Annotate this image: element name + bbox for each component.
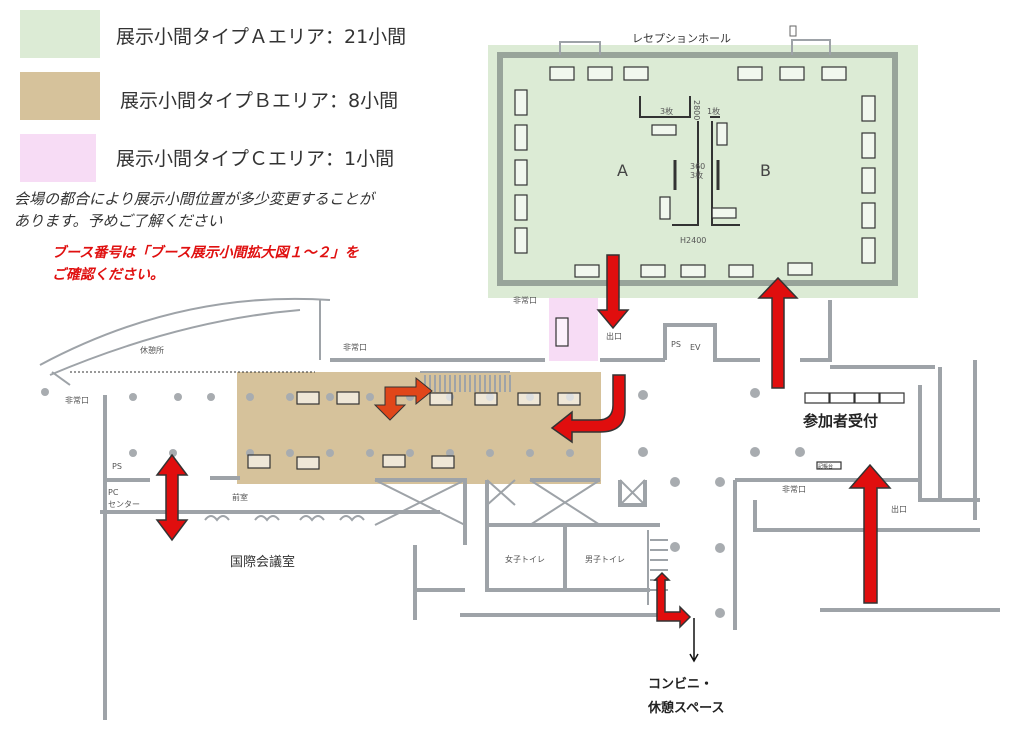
room-a-label: A <box>617 161 628 180</box>
writing-desk-label: 記帳台 <box>818 463 833 470</box>
panel-count-label: 3枚 <box>660 106 673 116</box>
ps-label: PS <box>112 462 122 471</box>
legend-swatch-c <box>20 134 96 182</box>
arrow-convenience <box>653 571 692 629</box>
emergency-exit-label: 非常口 <box>513 295 537 305</box>
womens-toilet-label: 女子トイレ <box>505 554 545 564</box>
ps-label: PS <box>671 340 681 349</box>
booth-number-notice: ブース番号は「ブース展示小間拡大図１～２」を ご確認ください。 <box>52 242 359 286</box>
pc-center-label: センター <box>108 500 140 509</box>
dimension-label: 2800 <box>692 100 701 120</box>
columns <box>41 388 805 618</box>
mens-toilet-label: 男子トイレ <box>585 555 625 564</box>
panel-count-label: 1枚 <box>707 106 720 116</box>
note-line: 会場の都合により展示小間位置が多少変更することが <box>14 190 374 208</box>
legend-swatch-a <box>20 10 100 58</box>
convenience-store-label: コンビニ・ <box>648 676 713 692</box>
arrow-down-exit <box>596 254 630 330</box>
anteroom-label: 前室 <box>232 492 248 502</box>
hall-walls <box>497 25 898 286</box>
floor-walls <box>39 297 1000 720</box>
arrow-stairs-orange <box>373 376 433 421</box>
zone-a <box>488 45 918 298</box>
note-line: あります。予めご了解ください <box>14 212 223 230</box>
elevator-label: EV <box>690 343 701 352</box>
legend-label-b: 展示小間タイプＢエリア：8小間 <box>120 90 399 112</box>
registration-desks <box>804 392 905 470</box>
exit-label: 出口 <box>891 504 907 514</box>
reception-hall-label: レセプションホール <box>632 32 731 45</box>
arrow-curved-exit <box>550 374 626 444</box>
notice-line: ブース番号は「ブース展示小間拡大図１～２」を <box>52 245 359 261</box>
legend-label-c: 展示小間タイプＣエリア：1小間 <box>116 148 395 170</box>
conference-room-label: 国際会議室 <box>230 554 295 570</box>
lounge-label: 休憩所 <box>140 345 164 355</box>
emergency-exit-label: 非常口 <box>65 395 89 405</box>
emergency-exit-label: 非常口 <box>782 484 806 494</box>
pc-center-label: PC <box>108 488 119 497</box>
arrow-line-convenience <box>689 618 699 663</box>
arrow-up-hall <box>757 276 799 389</box>
exit-label: 出口 <box>606 331 622 341</box>
emergency-exit-label: 非常口 <box>343 342 367 352</box>
height-label: H2400 <box>680 236 706 245</box>
arrow-updown-left <box>155 453 189 542</box>
panel-count-label: 3枚 <box>690 170 703 180</box>
legend-label-a: 展示小間タイプＡエリア：21小間 <box>116 26 407 48</box>
rest-space-label: 休憩スペース <box>647 700 724 716</box>
layout-change-note: 会場の都合により展示小間位置が多少変更することが あります。予めご了解ください <box>14 188 374 232</box>
arrow-up-entrance <box>848 463 892 604</box>
room-b-label: B <box>760 161 771 180</box>
booths-type-b <box>247 391 581 470</box>
dimension-label: 360 <box>690 162 705 171</box>
notice-line: ご確認ください。 <box>52 267 164 283</box>
legend-swatch-b <box>20 72 100 120</box>
booths-type-a <box>514 66 876 347</box>
registration-label: 参加者受付 <box>803 412 878 430</box>
